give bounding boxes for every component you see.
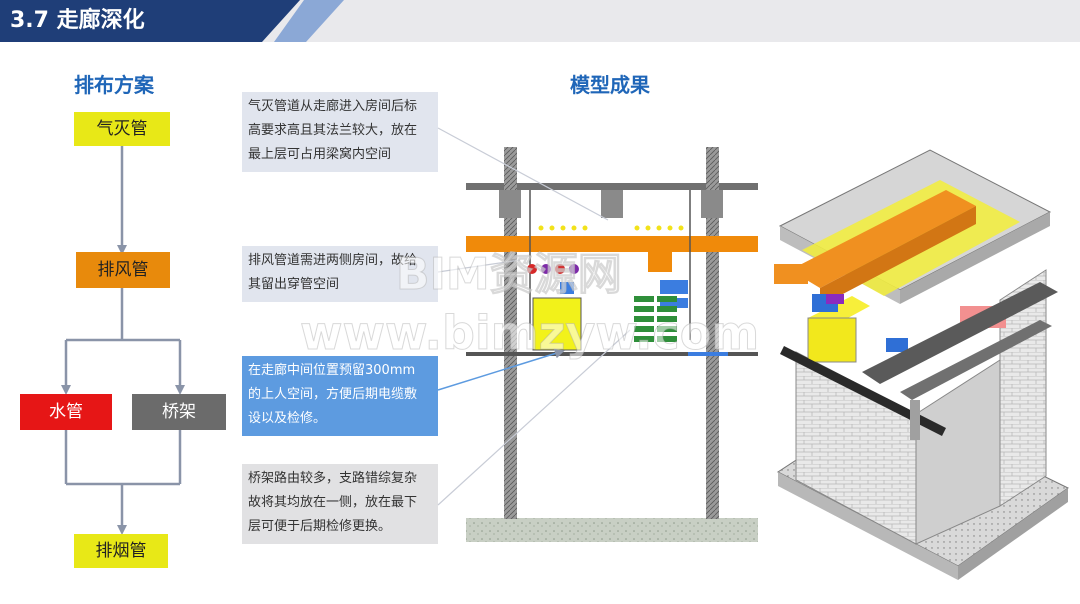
model-exhaust-duct-side <box>820 206 976 306</box>
exhaust-branch <box>648 252 672 272</box>
blue-box-3 <box>660 298 688 308</box>
blue-box-2 <box>660 280 688 294</box>
note-gas-line-2: 高要求高且其法兰较大，放在 <box>248 123 418 138</box>
node-water-pipe: 水管 <box>20 394 112 430</box>
water-pipe-4 <box>569 264 579 274</box>
node-smoke-duct: 排烟管 <box>74 534 168 568</box>
model-cable-tray-2 <box>900 320 1052 400</box>
beam-middle <box>601 190 623 218</box>
blue-box-1 <box>560 282 574 294</box>
model-top-side <box>900 212 1050 304</box>
model-purple-pipe <box>826 294 844 304</box>
support-rail <box>466 352 758 356</box>
node-cable-tray: 桥架 <box>132 394 226 430</box>
note-exhaust-line-2: 其留出穿管空间 <box>248 277 340 292</box>
layout-scheme-title: 排布方案 <box>74 73 154 97</box>
note-cable-tray: 桥架路由较多，支路错综复杂 故将其均放在一侧，放在最下 层可便于后期检修更换。 <box>242 464 438 544</box>
note-exhaust-line-1: 排风管道需进两侧房间，故给 <box>248 253 418 268</box>
page-title: 3.7 走廊深化 <box>10 8 145 33</box>
note-access-line-1: 在走廊中间位置预留300mm <box>248 363 416 378</box>
support-rail-blue <box>688 352 728 356</box>
model-cable-tray-1 <box>862 282 1058 384</box>
model-exhaust-stub <box>774 264 808 284</box>
node-gas-pipe: 气灭管 <box>74 112 170 146</box>
watermark-text-2: www.bimzyw.com <box>299 306 760 361</box>
ceiling-slab <box>466 183 758 190</box>
model-back-wall <box>915 359 1001 545</box>
note-access-space: 在走廊中间位置预留300mm 的上人空间，方便后期电缆敷 设以及检修。 <box>242 356 438 436</box>
cable-tray-stack <box>634 296 677 342</box>
note-access-line-3: 设以及检修。 <box>248 411 327 426</box>
model-base-front <box>778 472 958 580</box>
note-access-line-2: 的上人空间，方便后期电缆敷 <box>248 387 418 402</box>
model-blue-box-2 <box>886 338 908 352</box>
water-pipe-1 <box>527 264 537 274</box>
model-result-title: 模型成果 <box>570 73 650 97</box>
gas-pipe-row <box>538 225 684 231</box>
beam-left <box>499 190 521 218</box>
callout-lines <box>437 127 631 506</box>
node-exhaust-duct: 排风管 <box>76 252 170 288</box>
note-gas-line-1: 气灭管道从走廊进入房间后标 <box>248 99 418 114</box>
model-drop-pipe <box>910 400 920 440</box>
model-smoke-duct <box>807 317 857 363</box>
beam-right <box>701 190 723 218</box>
note-tray-line-2: 故将其均放在一侧，放在最下 <box>248 495 418 510</box>
callout-access <box>437 348 565 391</box>
model-exhaust-duct <box>790 190 976 288</box>
model-support-rail <box>780 346 946 436</box>
note-gas-line-3: 最上层可占用梁窝内空间 <box>248 147 392 162</box>
watermark-text-1: BIM资源网 <box>396 249 623 301</box>
note-tray-line-1: 桥架路由较多，支路错综复杂 <box>248 471 418 486</box>
model-base-side <box>958 488 1068 580</box>
smoke-duct-section <box>532 297 582 351</box>
note-gas-pipe: 气灭管道从走廊进入房间后标 高要求高且其法兰较大，放在 最上层可占用梁窝内空间 <box>242 92 438 172</box>
exhaust-duct <box>466 236 758 252</box>
water-pipe-3 <box>555 264 565 274</box>
note-exhaust: 排风管道需进两侧房间，故给 其留出穿管空间 <box>242 246 438 302</box>
floor-slab <box>466 518 758 542</box>
water-pipe-2 <box>541 264 551 274</box>
note-tray-line-3: 层可便于后期检修更换。 <box>248 519 392 534</box>
header-title-band <box>0 0 300 42</box>
